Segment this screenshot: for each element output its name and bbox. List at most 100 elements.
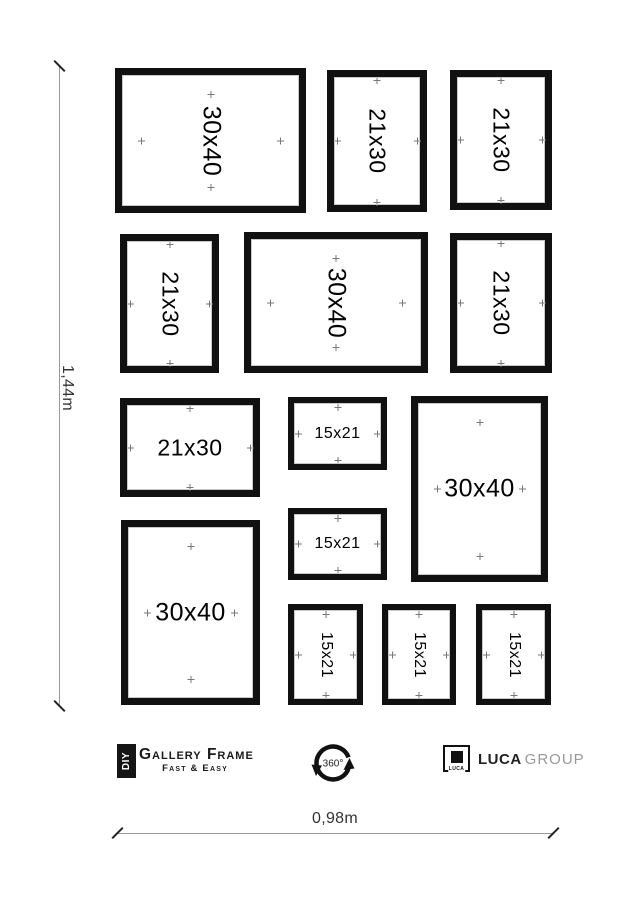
hanging-point-marker: [230, 609, 238, 616]
hanging-point-marker: [510, 691, 517, 699]
hanging-point-marker: [482, 651, 490, 658]
brand-block: Gallery Frame Fast & Easy: [139, 746, 254, 775]
hanging-point-marker: [334, 456, 341, 464]
frame-size-label: 15x21: [314, 424, 361, 442]
hanging-point-marker: [294, 430, 302, 437]
frame-size-label: 21x30: [157, 270, 183, 337]
hanging-point-marker: [126, 444, 134, 451]
height-dimension-label: 1,44m: [59, 365, 76, 411]
picture-frame-21x30: 21x30: [120, 398, 260, 497]
hanging-point-marker: [137, 137, 145, 144]
frame-size-label: 15x21: [505, 631, 523, 678]
hanging-point-marker: [126, 300, 134, 307]
hanging-point-marker: [373, 430, 381, 437]
width-dimension-line: [117, 833, 553, 834]
picture-frame-30x40: 30x40: [411, 396, 548, 582]
picture-frame-15x21: 15x21: [382, 604, 456, 705]
picture-frame-21x30: 21x30: [120, 234, 219, 373]
hanging-point-marker: [349, 651, 357, 658]
hanging-point-marker: [415, 691, 423, 699]
hanging-point-marker: [538, 299, 546, 307]
hanging-point-marker: [205, 300, 213, 307]
picture-frame-21x30: 21x30: [450, 70, 552, 210]
hanging-point-marker: [334, 403, 341, 411]
hanging-point-marker: [415, 610, 423, 618]
hanging-point-marker: [442, 651, 450, 658]
picture-frame-30x40: 30x40: [115, 68, 306, 213]
frame-size-label: 21x30: [157, 434, 223, 460]
frame-size-label: 21x30: [488, 107, 515, 173]
hanging-point-marker: [510, 610, 517, 618]
hanging-point-marker: [476, 418, 483, 426]
picture-frame-21x30: 21x30: [450, 233, 552, 373]
hanging-point-marker: [332, 254, 340, 262]
hanging-point-marker: [518, 485, 526, 493]
hanging-point-marker: [497, 196, 505, 204]
hanging-point-marker: [398, 299, 406, 306]
brand-subtitle: Fast & Easy: [162, 763, 228, 775]
hanging-point-marker: [456, 299, 464, 307]
picture-frame-15x21: 15x21: [288, 508, 387, 580]
hanging-point-marker: [333, 137, 341, 145]
rotation-arrowhead-right: [343, 758, 355, 770]
picture-frame-15x21: 15x21: [288, 604, 363, 705]
hanging-point-marker: [334, 514, 341, 522]
frame-size-label: 15x21: [314, 535, 361, 552]
hanging-point-marker: [276, 137, 284, 144]
rotation-360-icon: 360°: [311, 744, 355, 782]
hanging-point-marker: [186, 404, 194, 412]
diy-badge: DIY: [117, 744, 136, 778]
hanging-point-marker: [332, 343, 340, 351]
hanging-point-marker: [207, 90, 214, 98]
hanging-point-marker: [433, 485, 441, 493]
hanging-point-marker: [476, 552, 483, 560]
picture-frame-30x40: 30x40: [121, 520, 260, 705]
hanging-point-marker: [456, 136, 464, 144]
luca-wordmark-light: GROUP: [524, 751, 585, 768]
frame-size-label: 15x21: [411, 631, 428, 678]
rotation-arrowhead-left: [311, 764, 322, 776]
hanging-point-marker: [373, 198, 381, 206]
hanging-point-marker: [497, 239, 505, 247]
hanging-point-marker: [388, 651, 396, 658]
hanging-point-marker: [334, 566, 341, 574]
height-dimension-line: [59, 66, 60, 706]
rotation-360-label: 360°: [323, 759, 344, 770]
hanging-point-marker: [537, 651, 545, 658]
hanging-point-marker: [266, 299, 274, 306]
luca-logo-inner-square: [450, 750, 463, 763]
diy-badge-label: DIY: [120, 751, 132, 771]
frame-size-label: 30x40: [444, 474, 515, 503]
luca-logo-caption: LUCA: [447, 766, 466, 772]
width-dimension-label: 0,98m: [312, 810, 358, 827]
hanging-point-marker: [538, 136, 546, 144]
frame-size-label: 15x21: [317, 631, 335, 678]
frame-size-label: 21x30: [488, 270, 515, 336]
hanging-point-marker: [187, 542, 194, 550]
brand-title: Gallery Frame: [139, 746, 254, 763]
picture-frame-30x40: 30x40: [244, 232, 428, 373]
hanging-point-marker: [497, 76, 505, 84]
frame-size-label: 21x30: [364, 108, 391, 174]
hanging-point-marker: [294, 651, 302, 658]
frame-size-label: 30x40: [197, 105, 225, 176]
hanging-point-marker: [322, 610, 329, 618]
hanging-point-marker: [187, 675, 194, 683]
picture-frame-15x21: 15x21: [288, 397, 387, 470]
hanging-point-marker: [186, 483, 194, 491]
hanging-point-marker: [166, 240, 173, 248]
hanging-point-marker: [294, 540, 302, 548]
frame-size-label: 30x40: [155, 598, 226, 626]
hanging-point-marker: [322, 691, 329, 699]
hanging-point-marker: [207, 183, 214, 191]
hanging-point-marker: [373, 76, 381, 84]
hanging-point-marker: [413, 137, 421, 145]
hanging-point-marker: [166, 359, 173, 367]
picture-frame-21x30: 21x30: [327, 70, 427, 212]
hanging-point-marker: [246, 444, 254, 451]
luca-logo: LUCA: [443, 745, 470, 772]
picture-frame-15x21: 15x21: [476, 604, 551, 705]
frame-size-label: 30x40: [322, 267, 351, 338]
